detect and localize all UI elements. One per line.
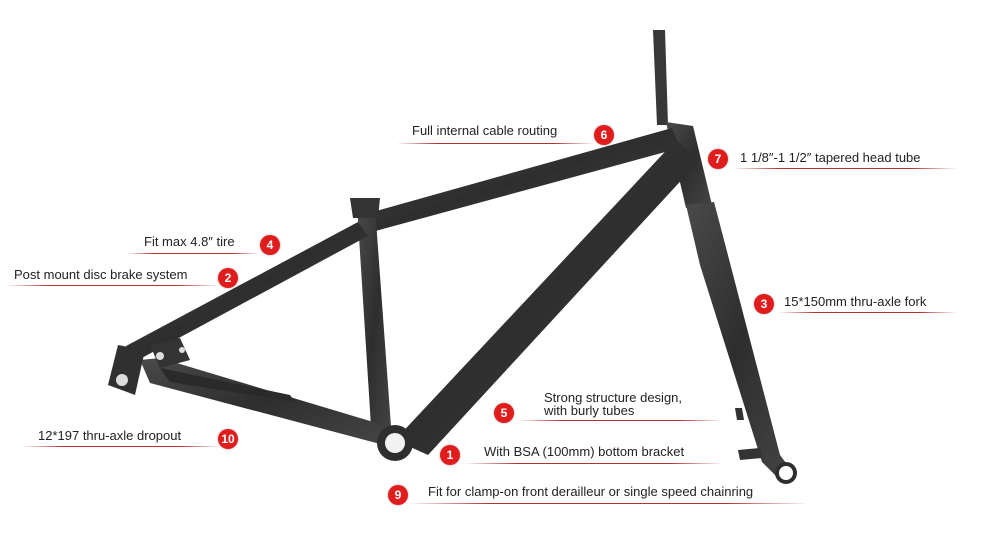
callout-3-line [780, 312, 955, 313]
callout-6-label: Full internal cable routing [412, 123, 558, 138]
callout-10-label: 12*197 thru-axle dropout [38, 428, 182, 443]
callout-2-label: Post mount disc brake system [14, 267, 188, 282]
callout-5-label-line1: Strong structure design, [544, 390, 683, 405]
callout-6-badge: 6 [594, 125, 614, 145]
callout-1-badge: 1 [440, 445, 460, 465]
callout-3-label: 15*150mm thru-axle fork [784, 294, 927, 309]
callout-4-line [128, 253, 258, 254]
callout-5-line [520, 420, 720, 421]
callout-7-label: 1 1/8″-1 1/2″ tapered head tube [740, 150, 921, 165]
callout-5-badge: 5 [494, 403, 514, 423]
callout-1-line [466, 463, 721, 464]
callout-9-label: Fit for clamp-on front derailleur or sin… [428, 484, 754, 499]
callout-4-badge: 4 [260, 235, 280, 255]
callout-5-label-line2: with burly tubes [544, 403, 635, 418]
callout-9-line [410, 503, 805, 504]
callout-4-label: Fit max 4.8″ tire [144, 234, 235, 249]
callout-10-line [24, 446, 219, 447]
callout-2-badge: 2 [218, 268, 238, 288]
callout-3-badge: 3 [754, 294, 774, 314]
callout-6-line [398, 143, 593, 144]
callout-9-badge: 9 [388, 485, 408, 505]
callout-1-label: With BSA (100mm) bottom bracket [484, 444, 685, 459]
callout-2-line [8, 285, 218, 286]
callout-10-badge: 10 [218, 429, 238, 449]
callout-7-badge: 7 [708, 149, 728, 169]
callout-7-line [735, 168, 955, 169]
